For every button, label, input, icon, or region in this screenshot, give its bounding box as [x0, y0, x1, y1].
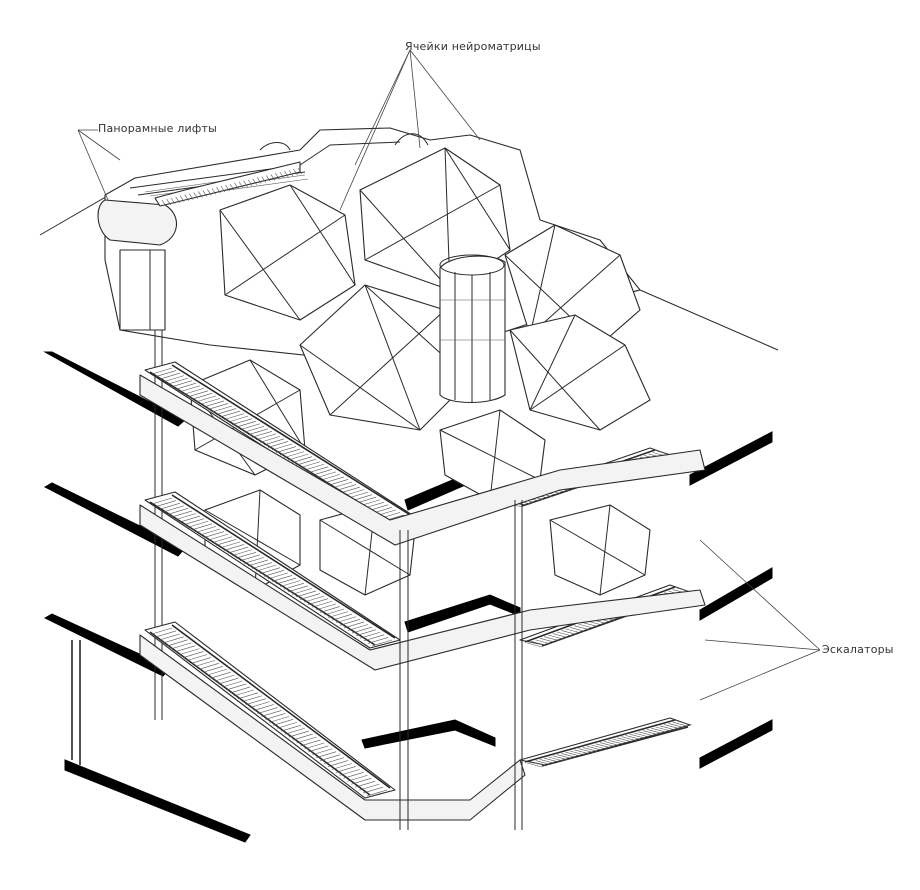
decks: [139, 374, 706, 830]
escalator-right-3: [519, 717, 693, 768]
left-lift-shaft: [119, 249, 166, 331]
escalator-3: [144, 621, 396, 799]
floor-slab-right-1: [689, 431, 773, 486]
leader-lines: [77, 49, 821, 701]
escalator-top: [154, 161, 303, 207]
label-panoramic-lifts: Панорамные лифты: [98, 122, 217, 135]
floor-slab-center-3: [361, 719, 496, 749]
neuromatrix-cells: [189, 147, 651, 596]
escalator-2: [144, 491, 401, 649]
floor-slab-right-3: [699, 719, 773, 769]
label-escalators: Эскалаторы: [822, 643, 894, 656]
lift-platform-top: [97, 199, 177, 246]
floor-slab-left-lower: [64, 759, 251, 843]
outer-roof-edge-right: [639, 289, 779, 351]
floor-slab-right-2: [699, 567, 773, 621]
floor-slabs: [39, 179, 779, 843]
escalator-1: [144, 361, 421, 529]
label-neuromatrix-cells: Ячейки нейроматрицы: [405, 40, 541, 53]
